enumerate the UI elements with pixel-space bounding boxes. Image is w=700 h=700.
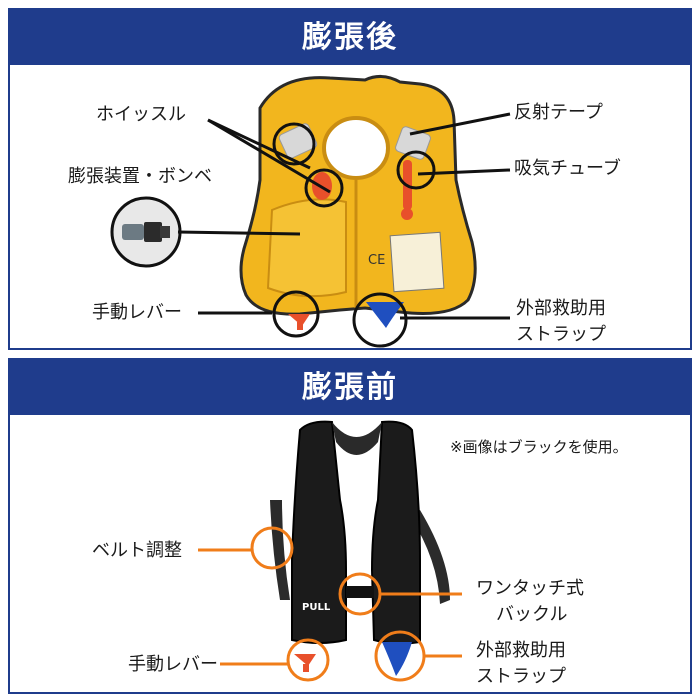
inflated-panel: 膨張後 CE bbox=[8, 8, 692, 350]
label-oral-tube: 吸気チューブ bbox=[514, 158, 621, 179]
inflated-callout-circles bbox=[272, 122, 436, 348]
label-rescue-strap-top-line2: ストラップ bbox=[516, 324, 606, 345]
label-manual-lever-bottom: 手動レバー bbox=[128, 654, 218, 675]
inflated-vest-illustration: CE bbox=[110, 75, 511, 348]
label-inflator: 膨張装置・ボンベ bbox=[68, 166, 212, 187]
label-reflective-tape: 反射テープ bbox=[514, 102, 603, 123]
color-note: ※画像はブラックを使用。 bbox=[450, 438, 628, 456]
label-belt-adjust: ベルト調整 bbox=[92, 540, 182, 561]
deflated-vest: PULL bbox=[270, 420, 450, 676]
label-buckle-line1: ワンタッチ式 bbox=[476, 578, 584, 599]
deflated-callout-lines bbox=[198, 548, 462, 666]
deflated-vest-illustration: PULL bbox=[198, 420, 462, 682]
label-manual-lever-top: 手動レバー bbox=[92, 302, 182, 323]
deflated-title: 膨張前 bbox=[10, 360, 690, 415]
inflated-title: 膨張後 bbox=[10, 10, 690, 65]
label-whistle: ホイッスル bbox=[96, 104, 186, 125]
inflator-closeup bbox=[110, 196, 182, 268]
inflated-vest: CE bbox=[239, 75, 477, 330]
label-buckle-line2: バックル bbox=[496, 604, 568, 625]
label-rescue-strap-bottom-line2: ストラップ bbox=[476, 666, 566, 687]
label-rescue-strap-bottom-line1: 外部救助用 bbox=[476, 640, 566, 661]
deflated-panel: 膨張前 ※画像はブラックを使用。 PULL bbox=[8, 358, 692, 694]
pull-text: PULL bbox=[302, 602, 331, 613]
svg-text:CE: CE bbox=[368, 253, 385, 268]
label-rescue-strap-top-line1: 外部救助用 bbox=[516, 298, 606, 319]
